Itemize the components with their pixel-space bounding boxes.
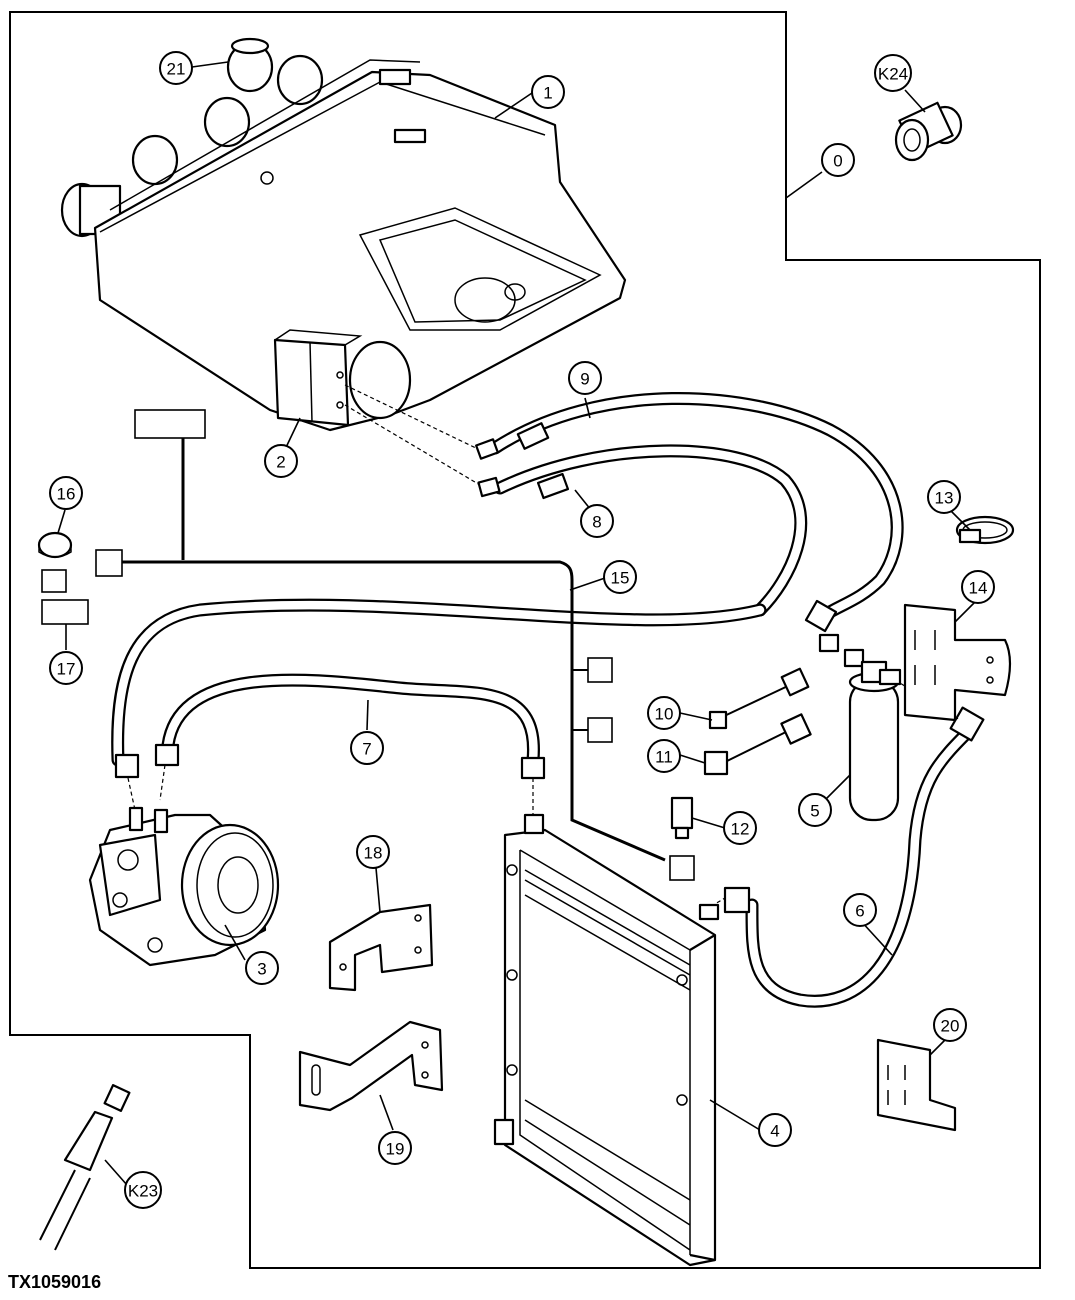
- callout-label-12: 12: [731, 820, 750, 839]
- pressure-switch-10: [708, 667, 810, 730]
- callout-15: 15: [603, 560, 637, 594]
- harness-connector-k23: [39, 1084, 131, 1251]
- callout-7: 7: [350, 731, 384, 765]
- kit-boundary-line: [9, 11, 1041, 1269]
- callout-12: 12: [723, 811, 757, 845]
- callout-5: 5: [798, 793, 832, 827]
- callout-8: 8: [580, 504, 614, 538]
- hose-7: [154, 673, 546, 780]
- callout-label-7: 7: [362, 740, 371, 759]
- callout-11: 11: [647, 739, 681, 773]
- connector-12: [670, 796, 694, 840]
- plug-cap-21: [226, 37, 274, 93]
- connector-box-17: [41, 599, 89, 625]
- connection-line-8: [344, 404, 486, 489]
- callout-label-k24: K24: [878, 65, 908, 84]
- callout-20: 20: [933, 1008, 967, 1042]
- bracket-18: [328, 903, 434, 992]
- callout-9: 9: [568, 361, 602, 395]
- callout-k24: K24: [874, 54, 912, 92]
- figure-id: TX1059016: [8, 1272, 102, 1292]
- callout-label-6: 6: [855, 902, 864, 921]
- callout-leaders: [57, 61, 976, 1186]
- callout-3: 3: [245, 951, 279, 985]
- callout-label-20: 20: [941, 1017, 960, 1036]
- callout-label-2: 2: [276, 453, 285, 472]
- connector-box-16: [41, 569, 67, 593]
- connection-line-9: [344, 384, 481, 451]
- wiring-harness: [95, 409, 695, 881]
- callout-label-18: 18: [364, 844, 383, 863]
- hose-clamp: [955, 515, 1015, 545]
- fitting-k24: [894, 101, 963, 162]
- callout-k23: K23: [124, 1171, 162, 1209]
- callout-label-16: 16: [57, 485, 76, 504]
- callout-label-5: 5: [810, 802, 819, 821]
- callout-4: 4: [758, 1113, 792, 1147]
- heater-evaporator-housing: [60, 54, 627, 432]
- callout-19: 19: [378, 1131, 412, 1165]
- callout-label-19: 19: [386, 1140, 405, 1159]
- callout-label-14: 14: [969, 579, 988, 598]
- callout-10: 10: [647, 696, 681, 730]
- callout-label-9: 9: [580, 370, 589, 389]
- callout-14: 14: [961, 570, 995, 604]
- callout-21: 21: [159, 51, 193, 85]
- hose-fittings: [804, 599, 865, 668]
- hose-6: [723, 706, 985, 1008]
- callout-label-10: 10: [655, 705, 674, 724]
- hose-8: [477, 444, 808, 617]
- callout-label-8: 8: [592, 513, 601, 532]
- bracket-20: [876, 1038, 957, 1132]
- callout-0: 0: [821, 143, 855, 177]
- hose-9: [475, 392, 904, 622]
- callout-1: 1: [531, 75, 565, 109]
- callout-label-k23: K23: [128, 1182, 158, 1201]
- callout-label-11: 11: [655, 748, 673, 767]
- pressure-switch-11: [703, 713, 812, 776]
- callout-label-21: 21: [167, 60, 186, 79]
- callout-2: 2: [264, 444, 298, 478]
- callout-label-0: 0: [833, 152, 842, 171]
- expansion-valve-block: [273, 329, 412, 427]
- callout-18: 18: [356, 835, 390, 869]
- callout-label-13: 13: [935, 489, 954, 508]
- callout-6: 6: [843, 893, 877, 927]
- callout-label-1: 1: [543, 84, 552, 103]
- callout-label-17: 17: [57, 660, 76, 679]
- ac-compressor: [88, 806, 280, 967]
- callout-label-4: 4: [770, 1122, 779, 1141]
- callout-13: 13: [927, 480, 961, 514]
- callout-label-3: 3: [257, 960, 266, 979]
- callout-16: 16: [49, 476, 83, 510]
- callout-17: 17: [49, 651, 83, 685]
- callout-label-15: 15: [611, 569, 630, 588]
- plug-16: [37, 531, 73, 559]
- hose-15: [111, 598, 767, 779]
- bracket-19: [298, 1020, 444, 1112]
- condenser: [493, 813, 720, 1267]
- connection-line-compressor-a: [127, 777, 136, 811]
- receiver-dryer: [848, 660, 902, 822]
- receiver-bracket: [903, 603, 1012, 722]
- connection-line-compressor-b: [159, 764, 166, 801]
